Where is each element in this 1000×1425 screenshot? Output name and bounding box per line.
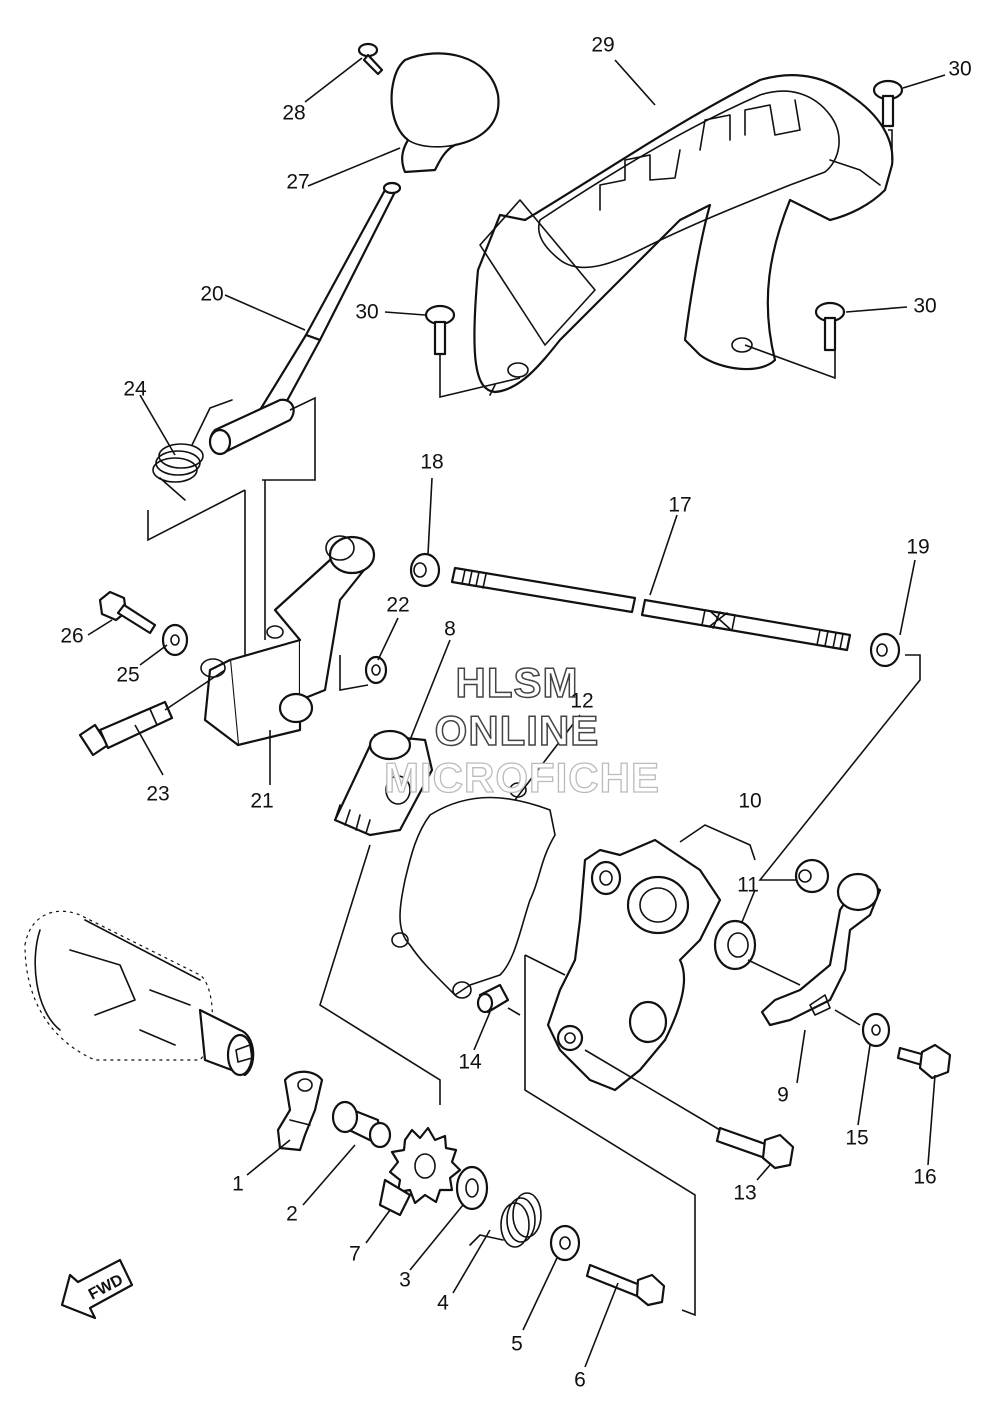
shift-drum [24, 910, 255, 1077]
shift-shaft[interactable] [450, 566, 852, 652]
washer-25[interactable] [161, 623, 189, 657]
callout-2[interactable]: 2 [286, 1203, 298, 1226]
shift-arm-bracket[interactable] [200, 535, 376, 747]
torsion-spring[interactable] [152, 399, 233, 501]
callout-12[interactable]: 12 [570, 690, 593, 713]
shift-gate-cover[interactable] [473, 74, 894, 396]
callout-22[interactable]: 22 [386, 594, 409, 617]
watermark-line-3: MICROFICHE [384, 754, 660, 801]
callout-30-left[interactable]: 30 [355, 301, 378, 324]
flange-bolt-13[interactable] [715, 1126, 795, 1170]
knob-screw[interactable] [357, 42, 384, 76]
shift-lever[interactable] [760, 858, 882, 1027]
washer-3[interactable] [455, 1165, 489, 1211]
callout-numbers: 1 2 3 4 5 6 7 8 9 10 11 12 13 14 15 16 1… [60, 34, 971, 1392]
callout-3[interactable]: 3 [399, 1269, 411, 1292]
segment-gear[interactable] [333, 729, 434, 837]
callout-1[interactable]: 1 [232, 1173, 244, 1196]
washer-15[interactable] [861, 1012, 891, 1048]
shoulder-bolt-23[interactable] [78, 700, 174, 757]
housing-cover[interactable] [546, 838, 722, 1092]
collar-18[interactable] [409, 552, 441, 588]
bolt-30-right[interactable] [814, 301, 846, 352]
flange-bolt-26[interactable] [98, 590, 157, 635]
callout-25[interactable]: 25 [116, 664, 139, 687]
star-wheel[interactable] [378, 1126, 462, 1217]
flange-bolt-16[interactable] [896, 1043, 952, 1080]
callout-15[interactable]: 15 [845, 1127, 868, 1150]
shift-rod[interactable] [208, 181, 402, 456]
callout-20[interactable]: 20 [200, 283, 223, 306]
callout-19[interactable]: 19 [906, 536, 929, 559]
callout-14[interactable]: 14 [458, 1051, 482, 1074]
callout-18[interactable]: 18 [420, 451, 443, 474]
oil-seal[interactable] [713, 919, 757, 971]
watermark-line-1: HLSM [456, 659, 579, 706]
shift-knob[interactable] [390, 52, 500, 174]
callout-13[interactable]: 13 [733, 1182, 756, 1205]
washer-5[interactable] [549, 1224, 581, 1262]
callout-6[interactable]: 6 [574, 1369, 586, 1392]
guide-pin[interactable] [331, 1100, 392, 1149]
stopper-lever[interactable] [276, 1070, 324, 1152]
gasket[interactable] [391, 782, 556, 999]
callout-7[interactable]: 7 [349, 1243, 361, 1266]
callout-16[interactable]: 16 [913, 1166, 936, 1189]
callout-11[interactable]: 11 [737, 874, 759, 897]
callout-24[interactable]: 24 [123, 378, 147, 401]
coil-spring[interactable] [469, 1192, 542, 1248]
bolt-30-left[interactable] [424, 304, 456, 356]
callout-30-right[interactable]: 30 [913, 295, 936, 318]
callout-10[interactable]: 10 [738, 790, 761, 813]
callout-30-top[interactable]: 30 [948, 58, 971, 81]
callout-8[interactable]: 8 [444, 618, 456, 641]
dowel-pin[interactable] [476, 983, 510, 1014]
callout-5[interactable]: 5 [511, 1333, 523, 1356]
watermark-line-2: ONLINE [435, 707, 600, 754]
leader-lines [87, 57, 946, 1368]
callout-28[interactable]: 28 [282, 102, 305, 125]
callout-21[interactable]: 21 [250, 790, 273, 813]
fwd-arrow-icon: FWD [60, 1258, 134, 1320]
callout-27[interactable]: 27 [286, 171, 309, 194]
callout-23[interactable]: 23 [146, 783, 169, 806]
watermark: HLSM ONLINE MICROFICHE [383, 658, 660, 801]
callout-17[interactable]: 17 [668, 494, 691, 517]
callout-29[interactable]: 29 [591, 34, 614, 57]
washer-22[interactable] [364, 655, 388, 685]
bolt-30-top[interactable] [872, 79, 904, 128]
callout-4[interactable]: 4 [437, 1292, 449, 1315]
flange-bolt-6[interactable] [585, 1263, 666, 1307]
callout-9[interactable]: 9 [777, 1084, 789, 1107]
nut-19[interactable] [869, 632, 901, 668]
callout-26[interactable]: 26 [60, 625, 83, 648]
